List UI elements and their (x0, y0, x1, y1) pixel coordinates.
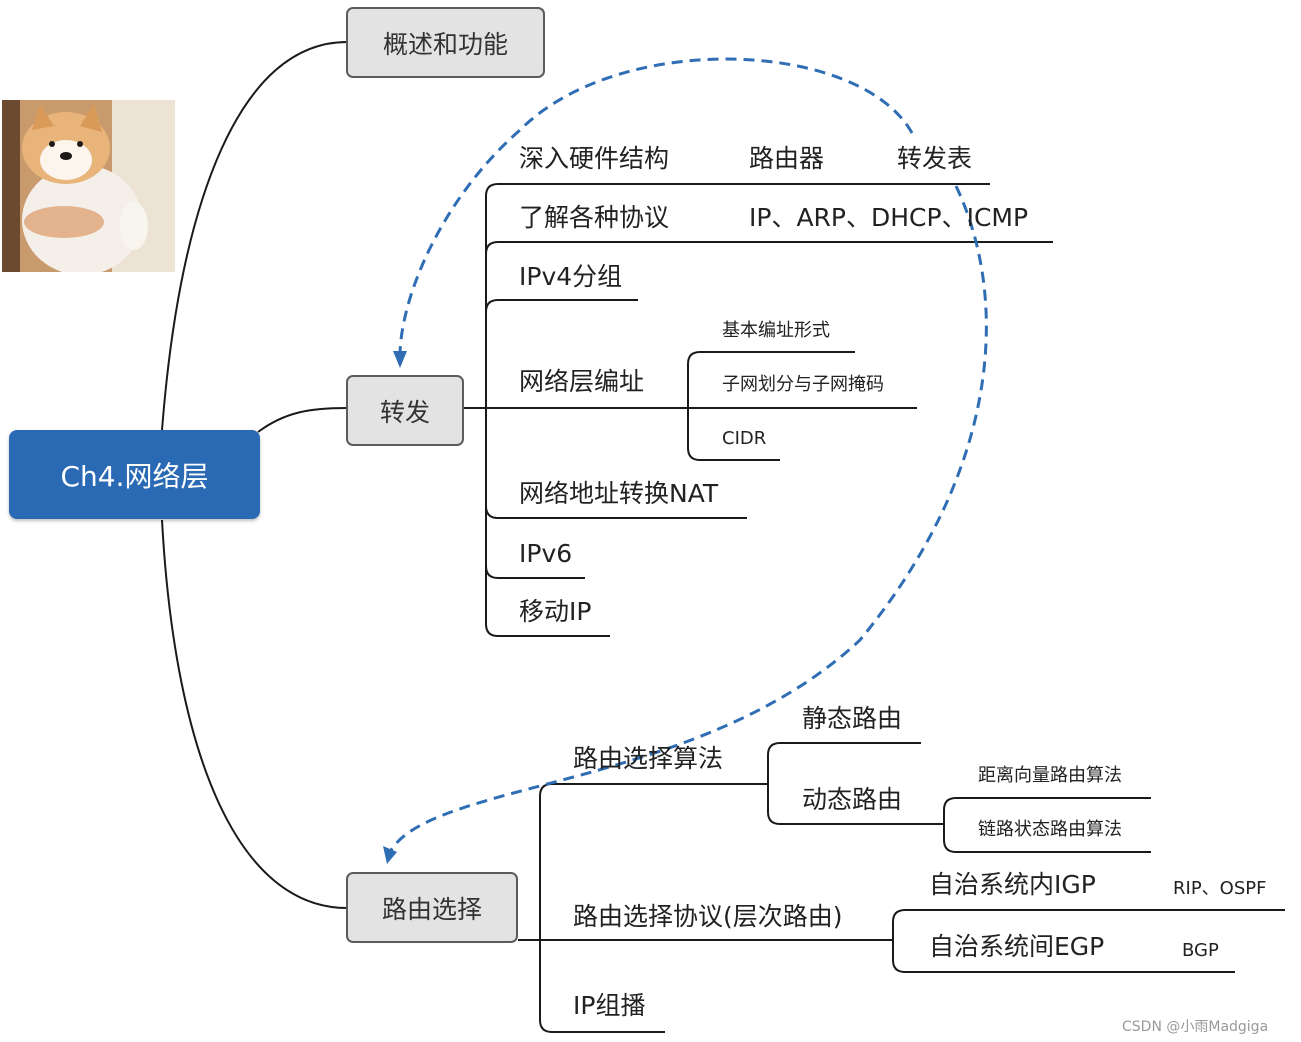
branch-routing[interactable]: 路由选择 (346, 872, 518, 943)
topic-basic-addressing[interactable]: 基本编址形式 (722, 320, 830, 341)
shiba-dog-photo (2, 100, 175, 272)
topic-mobile-ip[interactable]: 移动IP (519, 597, 592, 626)
topic-static-routing[interactable]: 静态路由 (802, 704, 903, 733)
topic-distance-vector[interactable]: 距离向量路由算法 (978, 765, 1122, 786)
branch-forwarding[interactable]: 转发 (346, 375, 464, 446)
topic-link-state[interactable]: 链路状态路由算法 (978, 819, 1122, 840)
topic-multicast[interactable]: IP组播 (573, 991, 646, 1020)
root-node[interactable]: Ch4.网络层 (9, 430, 260, 519)
topic-dynamic-routing[interactable]: 动态路由 (802, 785, 903, 814)
topic-forwarding-table[interactable]: 转发表 (897, 144, 973, 173)
topic-cidr[interactable]: CIDR (722, 428, 767, 449)
topic-addressing[interactable]: 网络层编址 (519, 367, 645, 396)
branch-overview[interactable]: 概述和功能 (346, 7, 545, 78)
topic-router[interactable]: 路由器 (749, 144, 825, 173)
topic-subnetting[interactable]: 子网划分与子网掩码 (722, 374, 884, 395)
topic-egp[interactable]: 自治系统间EGP (929, 932, 1105, 961)
topic-igp[interactable]: 自治系统内IGP (929, 870, 1096, 899)
topic-egp-protocol[interactable]: BGP (1182, 940, 1219, 961)
topic-routing-protocols[interactable]: 路由选择协议(层次路由) (573, 902, 843, 931)
topic-nat[interactable]: 网络地址转换NAT (519, 479, 719, 508)
watermark: CSDN @小雨Madgiga (1122, 1019, 1269, 1035)
topic-ipv6[interactable]: IPv6 (519, 539, 573, 568)
topic-igp-protocols[interactable]: RIP、OSPF (1173, 878, 1267, 899)
topic-protocols[interactable]: 了解各种协议 (519, 203, 670, 232)
topic-hardware[interactable]: 深入硬件结构 (519, 144, 670, 173)
topic-ipv4-packet[interactable]: IPv4分组 (519, 262, 623, 291)
topic-routing-algorithms[interactable]: 路由选择算法 (573, 744, 724, 773)
topic-protocol-list[interactable]: IP、ARP、DHCP、ICMP (749, 203, 1029, 232)
